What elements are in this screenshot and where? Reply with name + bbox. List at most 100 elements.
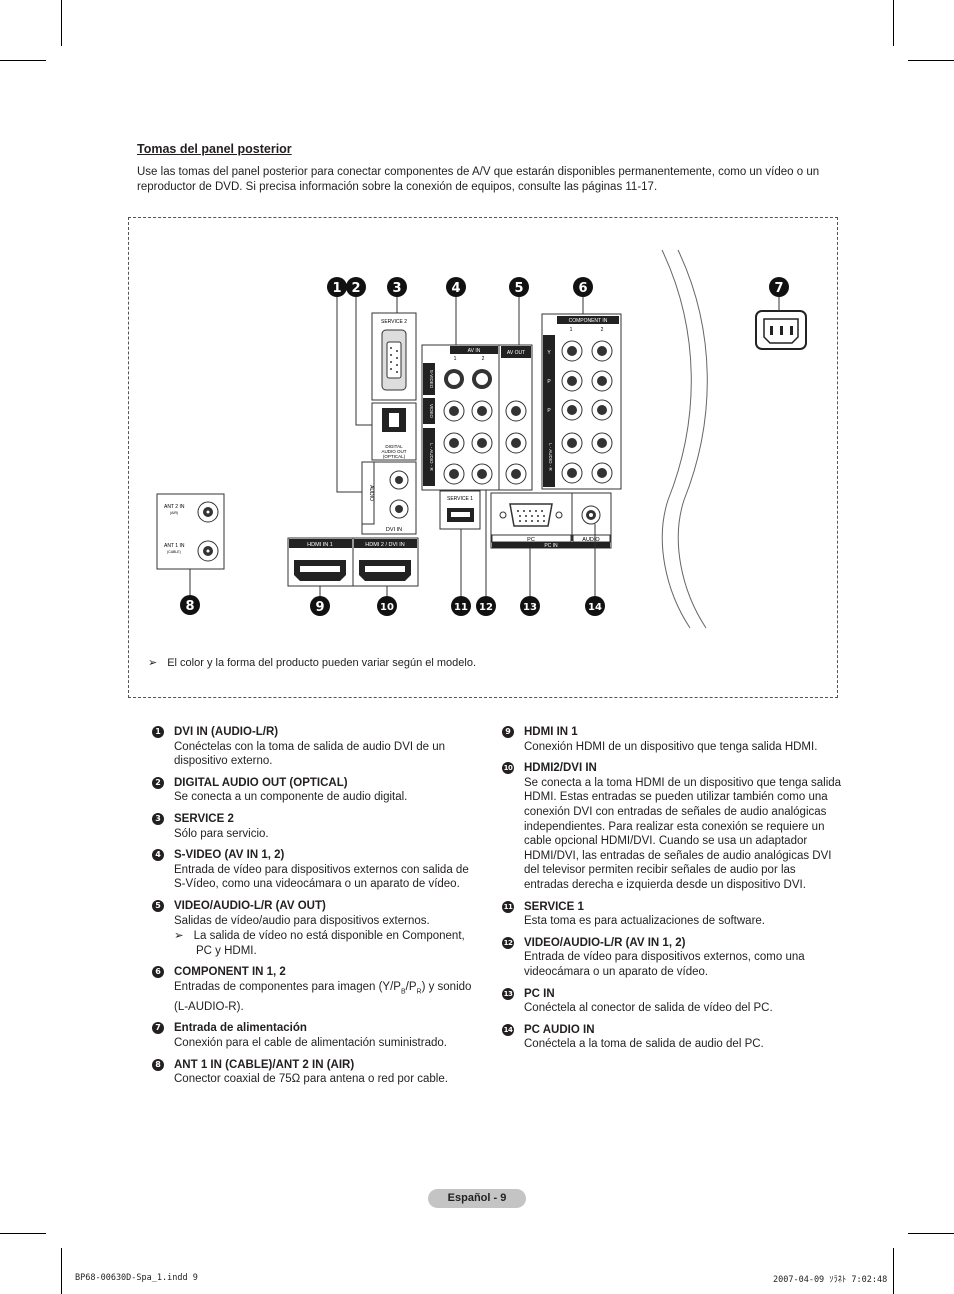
arrow-icon: ➢ xyxy=(148,656,158,669)
item-description: Entrada de vídeo para dispositivos exter… xyxy=(174,863,469,891)
callout-badge xyxy=(769,277,789,297)
svg-text:AUDIO: AUDIO xyxy=(368,485,374,501)
item-title: PC AUDIO IN xyxy=(524,1023,595,1036)
callout-badge xyxy=(377,596,397,616)
s-video-jack-icon xyxy=(444,369,464,389)
service2-label: SERVICE 2 xyxy=(381,319,407,325)
svg-text:1: 1 xyxy=(570,327,573,333)
item-number-badge: 14 xyxy=(502,1023,514,1036)
item-description: Conector coaxial de 75Ω para antena o re… xyxy=(174,1073,448,1086)
item-description-part: ) y sonido (L-AUDIO-R). xyxy=(174,980,472,1013)
item-number-badge: 3 xyxy=(152,812,164,825)
description-item: 4 S-VIDEO (AV IN 1, 2)Entrada de vídeo pa… xyxy=(152,848,482,892)
svg-text:8: 8 xyxy=(185,599,194,614)
rear-panel-diagram: SERVICE 2 DIGITAL AUDIO OUT (OPTICAL) AU… xyxy=(156,249,807,629)
item-description-part: B xyxy=(400,988,406,996)
crop-mark xyxy=(0,1233,46,1234)
crop-mark xyxy=(893,1248,894,1294)
rca-jack-icon xyxy=(591,462,613,484)
audio-jack-icon xyxy=(581,505,601,525)
item-number-badge: 1 xyxy=(152,726,164,738)
callout-badge xyxy=(573,277,593,297)
vga-port-icon xyxy=(499,503,563,527)
callout-badge xyxy=(509,277,529,297)
item-description-part: Entradas de componentes para imagen (Y/P xyxy=(174,980,401,993)
rca-jack-icon xyxy=(389,470,409,490)
item-description: Conexión HDMI de un dispositivo que teng… xyxy=(524,740,818,753)
coax-jack-icon xyxy=(197,501,219,523)
callout-badge xyxy=(520,596,540,616)
rear-panel-diagram-box xyxy=(128,217,838,698)
svg-text:(AIR): (AIR) xyxy=(170,511,178,515)
item-description: Entradas de componentes para imagen (Y/P… xyxy=(174,980,482,1014)
svg-text:SERVICE 1: SERVICE 1 xyxy=(447,496,473,502)
rca-jack-icon xyxy=(591,399,613,421)
svg-text:Y: Y xyxy=(547,350,551,356)
item-title: VIDEO/AUDIO-L/R (AV OUT) xyxy=(174,899,326,912)
item-description: Conexión para el cable de alimentación s… xyxy=(174,1036,447,1049)
item-title: HDMI2/DVI IN xyxy=(524,762,597,775)
svg-text:4: 4 xyxy=(451,281,460,296)
svg-text:DVI IN: DVI IN xyxy=(386,527,402,533)
svg-text:S-VIDEO: S-VIDEO xyxy=(429,370,434,389)
svg-text:(CABLE): (CABLE) xyxy=(167,550,181,554)
item-title: SERVICE 1 xyxy=(524,900,584,913)
item-description: Salidas de vídeo/audio para dispositivos… xyxy=(174,914,430,927)
rca-jack-icon xyxy=(505,463,527,485)
callout-leader xyxy=(336,297,362,493)
svg-text:AV OUT: AV OUT xyxy=(507,350,525,356)
item-title: ANT 1 IN (CABLE)/ANT 2 IN (AIR) xyxy=(174,1058,355,1071)
svg-text:DIGITAL: DIGITAL xyxy=(385,444,403,449)
item-title: Entrada de alimentación xyxy=(174,1022,307,1035)
diagram-note-text: El color y la forma del producto pueden … xyxy=(167,657,477,669)
svg-text:13: 13 xyxy=(523,602,537,613)
callout-badge xyxy=(387,277,407,297)
svg-text:11: 11 xyxy=(454,602,468,613)
item-description: Entrada de vídeo para dispositivos exter… xyxy=(524,951,805,978)
rca-jack-icon xyxy=(591,432,613,454)
svg-text:AV IN: AV IN xyxy=(468,348,481,354)
item-subnote: ➢La salida de vídeo no está disponible e… xyxy=(174,928,482,958)
svg-text:L - AUDIO - R: L - AUDIO - R xyxy=(429,443,434,471)
section-title: Tomas del panel posterior xyxy=(137,142,292,156)
intro-paragraph: Use las tomas del panel posterior para c… xyxy=(137,166,820,193)
rca-jack-icon xyxy=(561,462,583,484)
diagram-note: ➢ El color y la forma del producto pueden… xyxy=(148,656,476,669)
item-title: DVI IN (AUDIO-L/R) xyxy=(174,726,279,738)
item-title: S-VIDEO (AV IN 1, 2) xyxy=(174,849,285,862)
rca-jack-icon xyxy=(591,370,613,392)
rca-jack-icon xyxy=(505,432,527,454)
coax-jack-icon xyxy=(197,540,219,562)
svg-text:COMPONENT IN: COMPONENT IN xyxy=(569,318,608,324)
svg-text:P: P xyxy=(547,379,551,385)
svg-text:6: 6 xyxy=(578,281,587,296)
arrow-icon: ➢ xyxy=(174,928,184,943)
item-number-badge: 6 xyxy=(152,966,164,979)
item-description: Sólo para servicio. xyxy=(174,827,269,840)
item-number-badge: 4 xyxy=(152,849,164,862)
rca-jack-icon xyxy=(505,400,527,422)
item-title: VIDEO/AUDIO-L/R (AV IN 1, 2) xyxy=(524,936,686,949)
item-number-badge: 7 xyxy=(152,1022,164,1035)
description-item: 12 VIDEO/AUDIO-L/R (AV IN 1, 2) Entrada de… xyxy=(502,936,842,980)
svg-text:HDMI IN 1: HDMI IN 1 xyxy=(307,542,333,548)
hdmi-port-icon xyxy=(359,560,411,581)
svg-text:AUDIO: AUDIO xyxy=(582,537,600,543)
svg-text:AUDIO OUT: AUDIO OUT xyxy=(381,449,406,454)
item-number-badge: 12 xyxy=(502,936,514,949)
rca-jack-icon xyxy=(471,432,493,454)
item-title: DIGITAL AUDIO OUT (OPTICAL) xyxy=(174,776,348,789)
rca-jack-icon xyxy=(443,400,465,422)
rca-jack-icon xyxy=(561,370,583,392)
item-description-part: R xyxy=(416,988,422,996)
callout-leader xyxy=(355,297,372,426)
item-description: Conéctela al conector de salida de vídeo… xyxy=(524,1002,773,1015)
crop-mark xyxy=(908,60,954,61)
svg-text:12: 12 xyxy=(479,602,493,613)
